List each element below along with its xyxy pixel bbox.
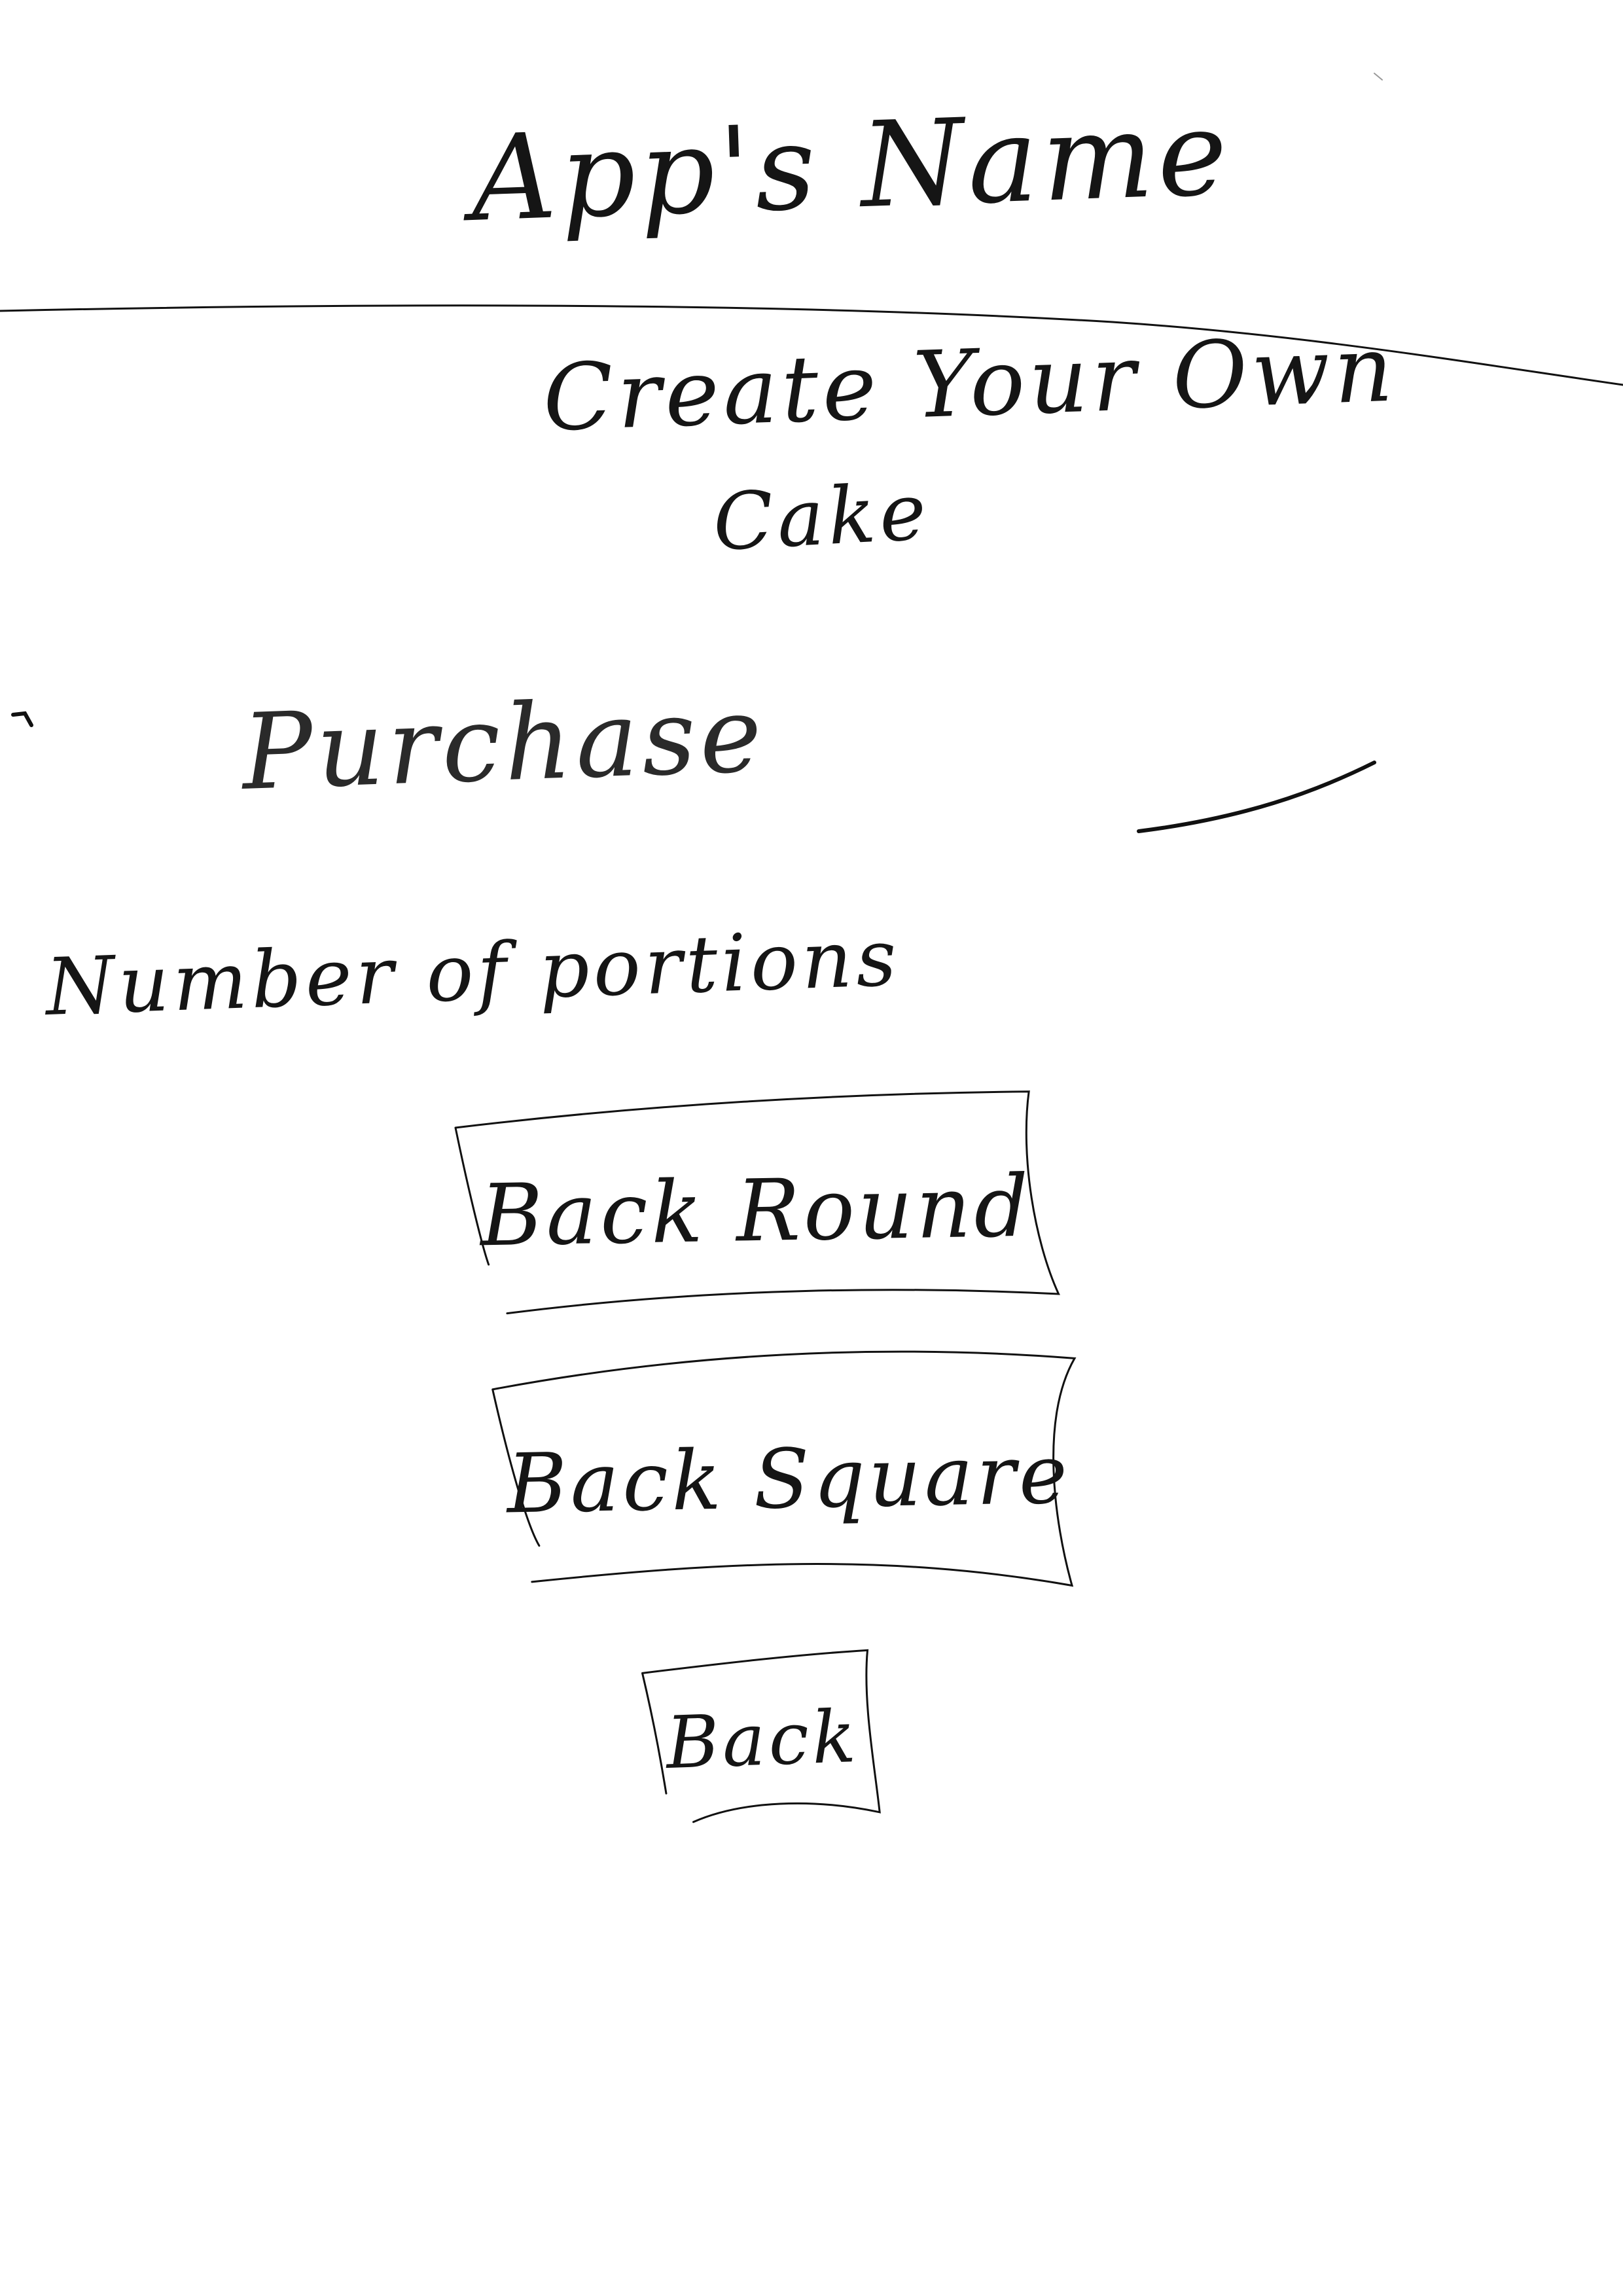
back-button-outline — [641, 1649, 881, 1823]
back-button-label: Back — [664, 1694, 861, 1785]
back-round-button-label: Back Round — [479, 1156, 1033, 1266]
purchase-slider-stroke — [1137, 761, 1376, 833]
stray-mark-top-right — [1374, 73, 1383, 81]
portions-label: Number of portions — [44, 912, 902, 1033]
stray-mark-left — [11, 711, 33, 727]
back-square-button-outline — [491, 1350, 1077, 1587]
back-round-button[interactable]: Back Round — [450, 1085, 1062, 1318]
purchase-label: Purchase — [240, 673, 768, 814]
app-name-title: App's Name — [469, 84, 1234, 248]
back-square-button-label: Back Square — [506, 1426, 1072, 1532]
page-subtitle-line-2: Cake — [711, 466, 933, 569]
page-subtitle-line-1: Create Your Own — [541, 315, 1399, 452]
back-button[interactable]: Back — [639, 1649, 887, 1824]
back-square-button[interactable]: Back Square — [489, 1340, 1089, 1605]
back-round-button-outline — [454, 1090, 1060, 1315]
